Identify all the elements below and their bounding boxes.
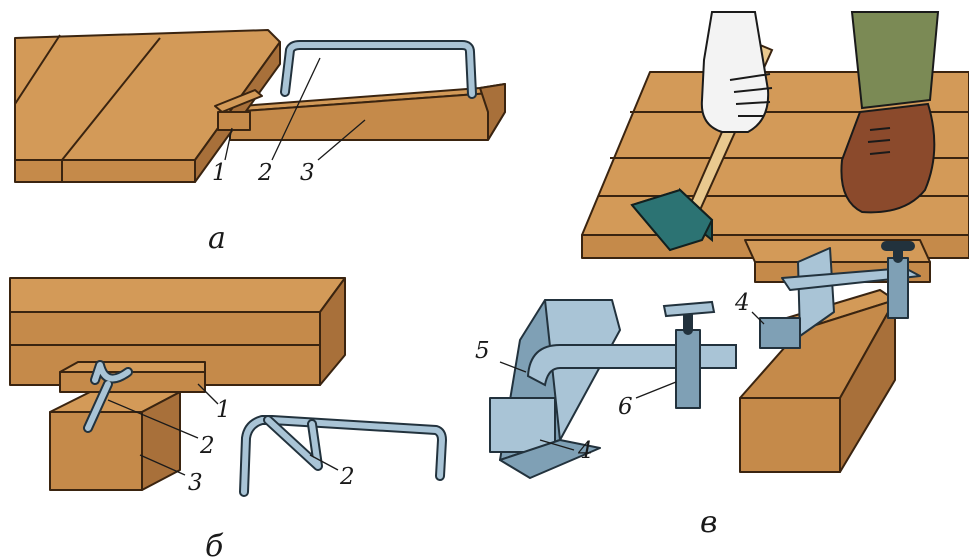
leader-5	[499, 361, 527, 373]
staple-installed	[83, 360, 133, 433]
leader-4-right	[751, 311, 765, 325]
staple	[280, 40, 477, 99]
floorboards	[14, 29, 281, 183]
leader-3	[139, 454, 186, 476]
label-1: 1	[216, 397, 231, 423]
panel-b: 1 2 3 2 б	[9, 277, 447, 559]
joist	[49, 391, 181, 491]
label-2: 2	[257, 160, 273, 186]
panel-v: 4 5 6 4 в	[475, 11, 969, 540]
leader-2	[107, 399, 199, 439]
caption-v: в	[700, 505, 717, 540]
label-3: 3	[300, 160, 315, 186]
leader-2	[271, 57, 321, 161]
leader-2b	[309, 454, 339, 471]
leader-1	[197, 383, 219, 405]
label-1: 1	[212, 160, 227, 186]
label-2b: 2	[339, 464, 355, 490]
caption-b: б	[205, 529, 224, 559]
leader-6	[635, 381, 677, 399]
label-3: 3	[188, 470, 203, 496]
clamp-installed	[759, 241, 921, 349]
clamp-detail	[489, 299, 737, 479]
leader-1	[224, 127, 233, 161]
floorboards	[9, 277, 346, 386]
staple-loose	[239, 415, 447, 497]
label-4: 4	[577, 438, 593, 464]
label-5: 5	[475, 338, 490, 364]
label-4-right: 4	[734, 290, 750, 316]
wedge	[214, 89, 263, 131]
caption-a: а	[208, 221, 226, 256]
label-2: 2	[199, 433, 215, 459]
leader-3	[317, 119, 366, 161]
board-base	[214, 83, 506, 141]
wedge	[59, 361, 206, 393]
panel-a: 1 2 3 а	[14, 29, 506, 256]
leader-4	[539, 439, 575, 451]
hand	[700, 11, 773, 133]
leg-boot	[840, 11, 940, 214]
label-6: 6	[618, 394, 633, 420]
